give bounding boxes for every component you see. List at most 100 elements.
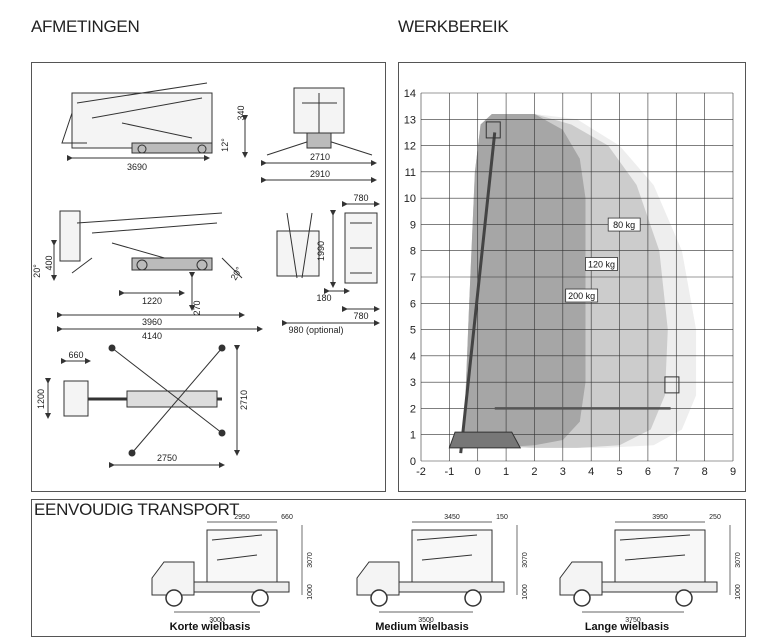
y-tick: 11 (405, 167, 416, 179)
dim-2910: 2910 (310, 169, 330, 179)
label-box-200-kg (565, 288, 599, 303)
dim-1200: 1200 (36, 389, 46, 409)
dim-top-width: 3450 (444, 514, 460, 521)
label-box-80-kg (607, 217, 641, 232)
x-tick: 8 (702, 466, 708, 478)
x-tick: 1 (503, 466, 509, 478)
machine-front-view-outriggers (266, 87, 373, 156)
y-tick: 1 (410, 430, 416, 442)
machine-on-truck (411, 529, 493, 583)
y-tick: 14 (404, 88, 416, 100)
x-tick: 4 (588, 466, 594, 478)
x-tick: 9 (730, 466, 736, 478)
y-tick: 10 (404, 193, 416, 205)
dim-deck-height: 1000 (522, 584, 529, 600)
heading-dimensions: AFMETINGEN (31, 17, 140, 36)
dim-wheelbase: 3000 (209, 617, 225, 624)
dim-2710-side: 2710 (239, 390, 249, 410)
dim-3960: 3960 (142, 317, 162, 327)
label-text-80-kg: 80 kg (613, 220, 635, 230)
wheel-front (573, 589, 591, 607)
dim-980-optional: 980 (optional) (288, 325, 343, 335)
x-tick: 0 (475, 466, 481, 478)
y-tick: 6 (410, 298, 416, 310)
dimensions-drawing: 3690 340 12° 2710 2910 400 20° 20° 1220 … (32, 82, 380, 468)
x-tick: 7 (673, 466, 679, 478)
wheel-front (165, 589, 183, 607)
x-tick: 2 (531, 466, 537, 478)
y-tick: 7 (410, 272, 416, 284)
machine-front-view-compact (276, 212, 378, 284)
dim-2750: 2750 (157, 453, 177, 463)
dim-3690: 3690 (127, 162, 147, 172)
wheel-rear (464, 589, 482, 607)
dim-12deg: 12° (220, 138, 230, 152)
dim-overhang: 150 (496, 514, 508, 521)
label-box-120-kg (585, 257, 618, 271)
dim-overhang: 660 (281, 514, 293, 521)
truck-label-long: Lange wielbasis (584, 621, 670, 633)
machine-on-truck (206, 529, 278, 583)
dim-780-bottom: 780 (353, 311, 368, 321)
truck-deck (601, 581, 718, 593)
truck-label-medium: Medium wielbasis (375, 621, 469, 633)
machine-boom-lines (211, 534, 263, 561)
dim-780-top: 780 (353, 193, 368, 203)
x-tick: -2 (416, 466, 426, 478)
dim-wheelbase: 3750 (625, 617, 641, 624)
label-text-200-kg: 200 kg (568, 291, 595, 301)
machine-side-view-folded (61, 82, 213, 154)
dim-total-height: 3070 (522, 552, 529, 568)
dim-1990: 1990 (316, 241, 326, 261)
truck-deck (398, 581, 505, 593)
dim-angle-left: 20° (32, 264, 42, 278)
label-text-120-kg: 120 kg (588, 259, 615, 269)
machine-boom (459, 132, 497, 454)
dim-deck-height: 1000 (307, 584, 314, 600)
y-tick: 2 (410, 403, 416, 415)
dim-1220: 1220 (142, 296, 162, 306)
dim-total-height: 3070 (735, 552, 742, 568)
transport-drawing: 2950 660 3070 1000 3000 3450 150 3070 1000 3500 39… (151, 514, 742, 624)
y-tick: 12 (404, 141, 416, 153)
basket-high (485, 121, 501, 139)
truck-label-short: Korte wielbasis (169, 621, 251, 633)
machine-top-view (63, 344, 226, 457)
machine-boom-lines (416, 534, 478, 561)
dim-2710-top: 2710 (310, 152, 330, 162)
y-tick: 5 (410, 325, 416, 337)
y-tick: 3 (410, 377, 416, 389)
y-tick: 4 (410, 351, 416, 363)
truck-cab (559, 561, 603, 596)
dim-top-width: 2950 (234, 514, 250, 521)
dimensions-panel: 3690 340 12° 2710 2910 400 20° 20° 1220 … (31, 62, 386, 492)
dim-deck-height: 1000 (735, 584, 742, 600)
x-tick: 3 (560, 466, 566, 478)
dim-660: 660 (68, 350, 83, 360)
area-200-kg (463, 114, 586, 448)
heading-work-range: WERKBEREIK (398, 17, 509, 36)
x-tick: 5 (616, 466, 622, 478)
wheel-front (370, 589, 388, 607)
wheel-rear (675, 589, 693, 607)
dim-overhang: 250 (709, 514, 721, 521)
dim-400: 400 (44, 255, 54, 270)
dim-270: 270 (192, 300, 202, 315)
machine-side-view-tracks (59, 210, 243, 279)
basket-reach (664, 376, 680, 394)
dim-top-width: 3950 (652, 514, 668, 521)
wheel-rear (251, 589, 269, 607)
dim-4140: 4140 (142, 331, 162, 341)
dim-180: 180 (316, 293, 331, 303)
dim-340: 340 (236, 105, 246, 120)
x-tick: -1 (444, 466, 454, 478)
truck-cab (151, 561, 195, 596)
machine-on-truck (614, 529, 706, 583)
machine-base (448, 431, 522, 449)
y-tick: 9 (410, 219, 416, 231)
y-tick: 13 (404, 114, 416, 126)
y-tick: 0 (410, 456, 416, 468)
dim-wheelbase: 3500 (418, 617, 434, 624)
